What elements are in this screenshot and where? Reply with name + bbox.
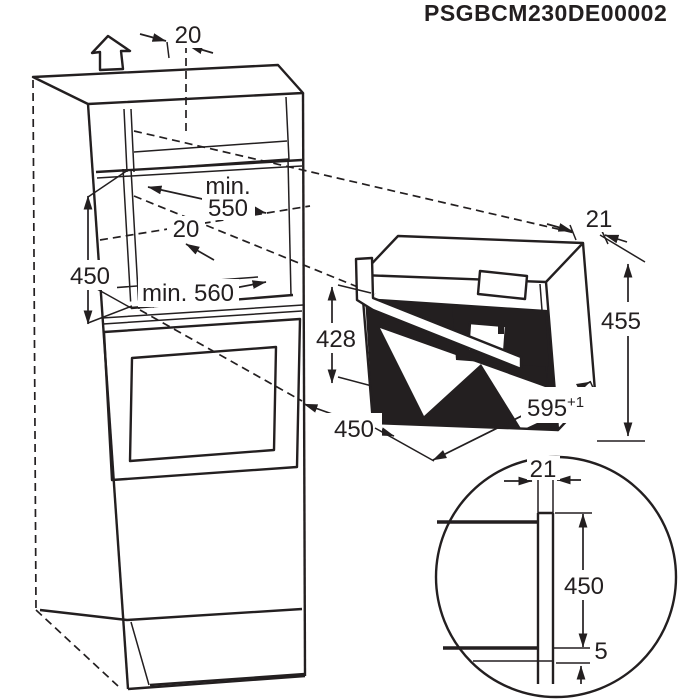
cabinet-drawing xyxy=(31,34,307,691)
appliance-height-value: 455 xyxy=(601,308,641,335)
shelf-band-lines xyxy=(101,304,304,325)
detail-height-value: 450 xyxy=(564,573,604,600)
niche-left-wall xyxy=(122,168,140,310)
dim-niche-depth: min. 560 xyxy=(138,279,267,308)
detail-circle-outline xyxy=(434,455,678,699)
detail-front-panel-strip xyxy=(536,511,555,684)
detail-overhang-value: 21 xyxy=(530,456,557,483)
cabinet-hidden-back-edge xyxy=(32,79,37,611)
cabinet-top-face xyxy=(31,63,305,106)
cabinet-front-right-edge xyxy=(301,92,307,677)
plinth-left-edge xyxy=(130,621,150,686)
niche-top-shelf-line xyxy=(96,165,303,179)
plinth-top-edge xyxy=(39,607,303,622)
niche-width-min-label: min. xyxy=(205,173,250,200)
oven-door-inner-frame xyxy=(128,345,278,463)
appliance-depth-value: 450 xyxy=(334,416,374,443)
cabinet-hidden-plinth-edge xyxy=(35,609,119,687)
niche-width-value: 550 xyxy=(208,195,248,222)
top-compartment-interior xyxy=(123,96,290,173)
rear-gap-value: 20 xyxy=(173,216,200,243)
dim-appliance-width: 595+1 xyxy=(374,380,598,462)
dim-detail-overhang: 21 xyxy=(504,456,581,513)
plinth-bottom-edge xyxy=(149,672,306,687)
niche-top-inner-edge xyxy=(133,158,290,171)
niche-depth-value: min. 560 xyxy=(142,280,234,307)
top-clearance-value: 20 xyxy=(175,22,202,49)
dim-appliance-overhang: 21 xyxy=(546,206,628,245)
drawing-code: PSGBCM230DE00002 xyxy=(424,0,667,26)
appliance-overhang-value: 21 xyxy=(586,206,613,233)
dim-detail-gap: 5 xyxy=(556,638,612,684)
detail-gap-value: 5 xyxy=(594,638,607,665)
projection-line-top xyxy=(133,130,576,234)
appliance-highlight-wedge-1 xyxy=(380,328,481,416)
dim-rear-gap: 20 xyxy=(167,216,215,261)
dim-appliance-height: 455 xyxy=(597,234,646,442)
appliance-display xyxy=(476,269,529,301)
dim-top-clearance: 20 xyxy=(139,22,214,59)
up-arrow-icon xyxy=(90,34,132,72)
oven-door-outline xyxy=(102,317,302,482)
dim-niche-height: 450 xyxy=(64,169,133,325)
projection-line-bottom xyxy=(139,309,303,402)
detail-circle xyxy=(434,455,678,699)
appliance-top-face xyxy=(359,234,585,284)
front-height-value: 428 xyxy=(316,326,356,353)
niche-right-wall xyxy=(287,158,292,297)
appliance-width-tolerance: +1 xyxy=(567,394,584,411)
appliance-front-frame xyxy=(354,256,523,371)
appliance-spout-detail xyxy=(498,320,504,334)
cabinet-bottom-edge xyxy=(127,674,306,691)
dim-appliance-depth: 450 xyxy=(303,403,395,443)
dim-niche-width: min. 550 xyxy=(147,173,267,222)
appliance-width-value: 595+1 xyxy=(527,394,584,422)
dimensions: 20 min. 550 20 450 min. 560 xyxy=(64,22,646,684)
dim-front-height: 428 xyxy=(310,284,373,387)
dim-detail-height: 450 xyxy=(553,512,608,649)
niche-height-value: 450 xyxy=(70,263,110,290)
